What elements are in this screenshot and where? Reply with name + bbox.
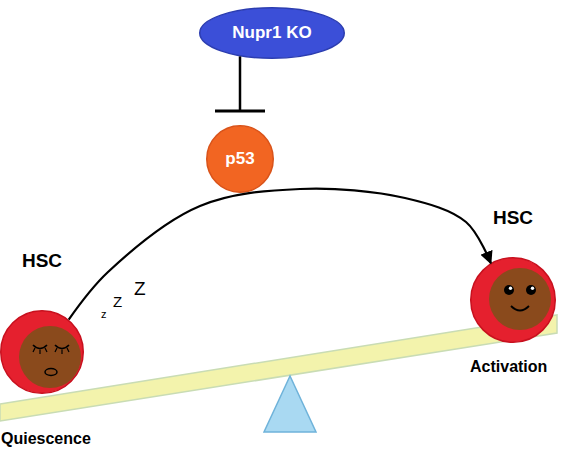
open-eye: [526, 285, 536, 295]
state-label: Quiescence: [1, 431, 91, 447]
sleep-letter: Z: [113, 294, 122, 309]
node-outline: [470, 257, 556, 343]
state-label: Activation: [470, 359, 547, 375]
open-eye: [504, 285, 514, 295]
eye-highlight: [509, 287, 512, 290]
inhibition-connector: [239, 56, 242, 111]
cell-nucleus: [19, 326, 81, 388]
eye-highlight: [531, 287, 534, 290]
cell-nucleus: [489, 268, 551, 330]
seesaw-plank: [0, 315, 557, 421]
node-shape: [471, 258, 556, 343]
node-shape: [207, 126, 274, 193]
sleeping-mouth: [45, 369, 57, 376]
node-outline: [0, 310, 84, 394]
activation-arrow: [69, 189, 491, 320]
node-label: p53: [206, 125, 274, 193]
node-heading: HSC: [0, 251, 124, 272]
node-label: Nupr1 KO: [199, 7, 345, 59]
fulcrum-triangle: [264, 376, 316, 432]
node-shape: [1, 311, 84, 394]
sleep-letter: z: [101, 309, 107, 320]
closed-eye: [33, 345, 47, 349]
node-heading: HSC: [430, 208, 572, 229]
sleep-letter: Z: [134, 279, 146, 298]
stem-cell-circle: HSC: [470, 257, 556, 343]
gene-knockout-ellipse: Nupr1 KO: [199, 7, 345, 59]
closed-eye: [55, 345, 69, 349]
protein-circle: p53: [206, 125, 274, 193]
smile-mouth: [511, 306, 529, 311]
eyelashes: [33, 348, 47, 354]
eyelashes: [55, 348, 69, 354]
node-shape: [200, 8, 345, 59]
stem-cell-circle: HSC: [0, 310, 84, 394]
